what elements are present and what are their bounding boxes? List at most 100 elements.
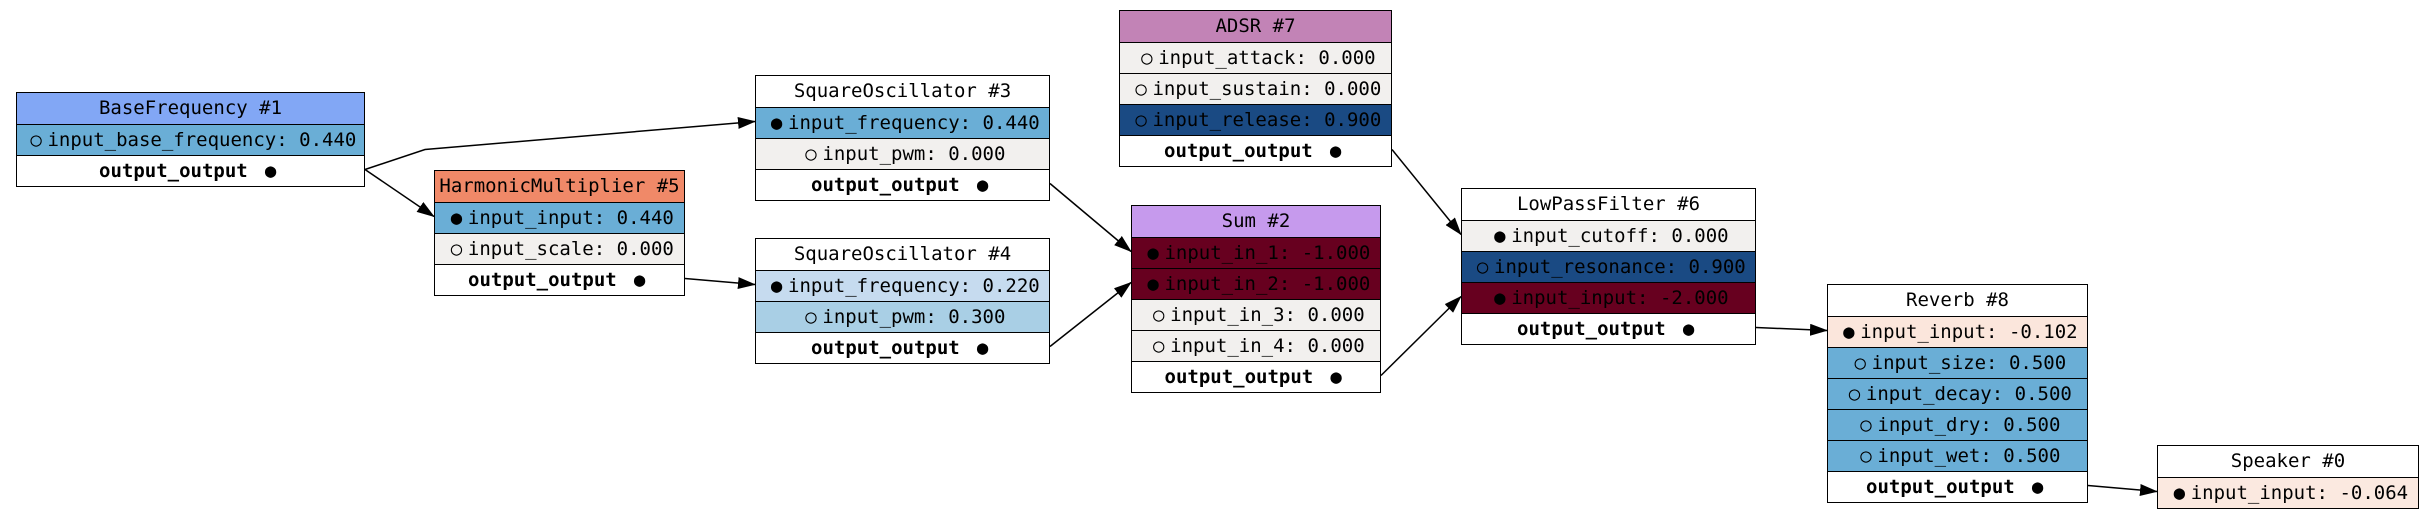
edge-reverb-to-speaker (2087, 484, 2158, 497)
input-port-input-in-1[interactable]: ●input_in_1: -1.000 (1132, 237, 1380, 268)
input-value: 0.300 (948, 306, 1006, 328)
input-port-input-input[interactable]: ●input_input: -0.064 (2158, 477, 2418, 508)
edge-base-to-harm (364, 168, 435, 218)
open-circle-icon: ○ (1860, 414, 1872, 436)
input-label: input_in_4 (1170, 335, 1285, 357)
output-port[interactable]: output_output ● (756, 332, 1049, 363)
output-label: output_output (811, 174, 960, 196)
input-value: 0.440 (982, 112, 1040, 134)
node-lpf[interactable]: LowPassFilter #6●input_cutoff: 0.000○inp… (1461, 188, 1756, 345)
node-reverb[interactable]: Reverb #8●input_input: -0.102○input_size… (1827, 284, 2088, 503)
output-port[interactable]: output_output ● (1120, 135, 1391, 166)
input-port-input-sustain[interactable]: ○input_sustain: 0.000 (1120, 73, 1391, 104)
connected-dot-icon: ● (633, 269, 646, 291)
input-value: 0.000 (1324, 78, 1382, 100)
input-label: input_frequency (788, 112, 960, 134)
connected-dot-icon: ● (976, 337, 989, 359)
output-port[interactable]: output_output ● (1462, 313, 1755, 344)
input-value: 0.000 (948, 143, 1006, 165)
input-port-input-pwm[interactable]: ○input_pwm: 0.000 (756, 138, 1049, 169)
input-port-input-dry[interactable]: ○input_dry: 0.500 (1828, 409, 2087, 440)
open-circle-icon: ○ (1153, 304, 1165, 326)
connected-dot-icon: ● (1147, 242, 1159, 264)
input-port-input-size[interactable]: ○input_size: 0.500 (1828, 347, 2087, 378)
connected-dot-icon: ● (264, 160, 277, 182)
input-label: input_frequency (788, 275, 960, 297)
open-circle-icon: ○ (1848, 383, 1861, 405)
input-port-input-cutoff[interactable]: ●input_cutoff: 0.000 (1462, 220, 1755, 251)
input-label: input_resonance (1494, 256, 1666, 278)
input-label: input_pwm (822, 143, 926, 165)
input-label: input_base_frequency (47, 129, 277, 151)
node-speaker[interactable]: Speaker #0●input_input: -0.064 (2157, 445, 2419, 509)
input-value: 0.500 (2003, 414, 2061, 436)
input-label: input_in_3 (1170, 304, 1285, 326)
input-label: input_pwm (822, 306, 926, 328)
input-port-input-release[interactable]: ○input_release: 0.900 (1120, 104, 1391, 135)
output-port[interactable]: output_output ● (1132, 361, 1380, 392)
node-title: Reverb #8 (1828, 285, 2087, 316)
input-port-input-in-2[interactable]: ●input_in_2: -1.000 (1132, 268, 1380, 299)
input-port-input-in-4[interactable]: ○input_in_4: 0.000 (1132, 330, 1380, 361)
input-value: 0.500 (2014, 383, 2072, 405)
input-label: input_decay (1865, 383, 1992, 405)
node-sq4[interactable]: SquareOscillator #4●input_frequency: 0.2… (755, 238, 1050, 364)
input-value: 0.000 (1671, 225, 1729, 247)
node-sum[interactable]: Sum #2●input_in_1: -1.000●input_in_2: -1… (1131, 205, 1381, 393)
input-value: 0.000 (1318, 47, 1376, 69)
input-port-input-frequency[interactable]: ●input_frequency: 0.220 (756, 270, 1049, 301)
input-label: input_input (467, 207, 594, 229)
edge-sum-to-lpf (1380, 295, 1462, 377)
input-port-input-resonance[interactable]: ○input_resonance: 0.900 (1462, 251, 1755, 282)
open-circle-icon: ○ (1476, 256, 1489, 278)
input-label: input_sustain (1152, 78, 1302, 100)
input-port-input-in-3[interactable]: ○input_in_3: 0.000 (1132, 299, 1380, 330)
open-circle-icon: ○ (1135, 109, 1147, 131)
input-value: 0.900 (1688, 256, 1746, 278)
open-circle-icon: ○ (30, 129, 42, 151)
node-title: SquareOscillator #3 (756, 76, 1049, 107)
connected-dot-icon: ● (770, 112, 783, 134)
input-port-input-wet[interactable]: ○input_wet: 0.500 (1828, 440, 2087, 471)
input-value: 0.900 (1324, 109, 1382, 131)
open-circle-icon: ○ (805, 306, 817, 328)
input-label: input_size (1871, 352, 1987, 374)
input-label: input_input (2190, 482, 2317, 504)
connected-dot-icon: ● (1494, 225, 1506, 247)
input-port-input-input[interactable]: ●input_input: -0.102 (1828, 316, 2087, 347)
output-port[interactable]: output_output ● (756, 169, 1049, 200)
node-base[interactable]: BaseFrequency #1○input_base_frequency: 0… (16, 92, 365, 187)
input-port-input-decay[interactable]: ○input_decay: 0.500 (1828, 378, 2087, 409)
output-port[interactable]: output_output ● (17, 155, 364, 186)
edge-lpf-to-reverb (1755, 323, 1828, 336)
output-label: output_output (1164, 366, 1314, 388)
input-port-input-frequency[interactable]: ●input_frequency: 0.440 (756, 107, 1049, 138)
output-port[interactable]: output_output ● (435, 264, 684, 295)
input-port-input-attack[interactable]: ○input_attack: 0.000 (1120, 42, 1391, 73)
open-circle-icon: ○ (805, 143, 817, 165)
node-sq3[interactable]: SquareOscillator #3●input_frequency: 0.4… (755, 75, 1050, 201)
input-port-input-pwm[interactable]: ○input_pwm: 0.300 (756, 301, 1049, 332)
node-harm[interactable]: HarmonicMultiplier #5●input_input: 0.440… (434, 170, 685, 296)
connected-dot-icon: ● (1494, 287, 1506, 309)
connected-dot-icon: ● (1843, 321, 1855, 343)
edge-adsr-to-lpf (1391, 149, 1462, 236)
node-adsr[interactable]: ADSR #7○input_attack: 0.000○input_sustai… (1119, 10, 1392, 167)
input-value: 0.440 (299, 129, 357, 151)
node-title: LowPassFilter #6 (1462, 189, 1755, 220)
connected-dot-icon: ● (1330, 366, 1342, 388)
output-label: output_output (468, 269, 617, 291)
input-port-input-base-frequency[interactable]: ○input_base_frequency: 0.440 (17, 124, 364, 155)
input-label: input_input (1511, 287, 1638, 309)
edge-sq3-to-sum (1049, 182, 1132, 253)
output-port[interactable]: output_output ● (1828, 471, 2087, 502)
input-port-input-input[interactable]: ●input_input: 0.440 (435, 202, 684, 233)
input-port-input-scale[interactable]: ○input_scale: 0.000 (435, 233, 684, 264)
node-title: SquareOscillator #4 (756, 239, 1049, 270)
input-value: -0.064 (2339, 482, 2409, 504)
input-value: 0.500 (2008, 352, 2067, 374)
input-port-input-input[interactable]: ●input_input: -2.000 (1462, 282, 1755, 313)
connected-dot-icon: ● (1682, 318, 1695, 340)
open-circle-icon: ○ (1135, 78, 1147, 100)
